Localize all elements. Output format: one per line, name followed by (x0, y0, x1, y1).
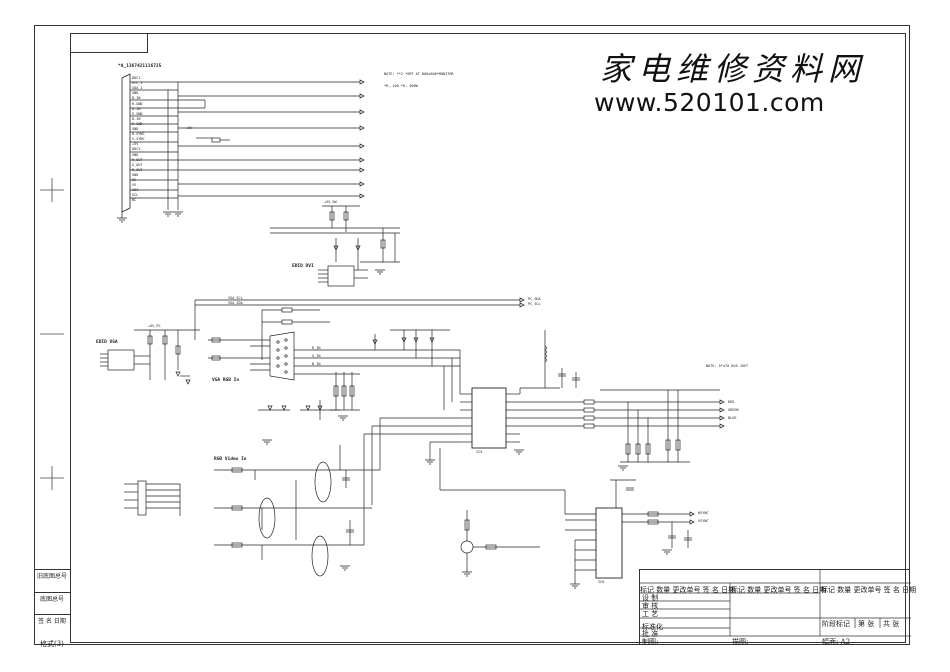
left-table-old-number: 旧底图总号 (34, 569, 70, 587)
net-red: RED (728, 400, 735, 404)
note-1: NOTE: **2 *SMT AT 800x600*MONITOR (384, 72, 454, 76)
edid-vga-block (100, 329, 200, 385)
net-pc-sda: PC_SDA (528, 297, 541, 301)
connector-pin-label: V-SYNC (132, 137, 145, 142)
net-green: GREEN (728, 408, 739, 412)
connector-pin-label: G-IN (132, 106, 141, 111)
net-hsync: HSYNC (698, 511, 709, 515)
inner-frame (70, 33, 906, 643)
note-2: *R, 100 *R, 300W (384, 84, 418, 88)
title-stage-mark: 阶段标记 (822, 620, 850, 628)
label-main-ic: IC5 (476, 450, 483, 454)
connector-pin-label: GND (132, 127, 139, 131)
edid-dvi-block (270, 205, 400, 287)
net-r-in: R_IN (312, 346, 321, 350)
connector-pin-label: GND (132, 172, 139, 177)
net-b-in: B_IN (312, 362, 321, 366)
connector-pin-label: VS (132, 183, 137, 188)
left-table-base-number: 底图总号 (34, 592, 70, 610)
watermark-url: www.520101.com (594, 88, 825, 117)
title-sheets-total: 共 张 (883, 620, 900, 628)
block-vga-rgb-in: VGA RGB In (212, 378, 240, 383)
net-vcc5v: +5V (186, 126, 193, 130)
connector-pin-label: SCL (132, 193, 139, 198)
title-header-3: 标记 数量 更改单号 签 名 日期 (821, 586, 917, 594)
block-edid-vga: EDID VGA (96, 340, 118, 345)
connector-pin-label: R_OUT (132, 157, 143, 162)
connector-pin-label: H-SYNC (132, 132, 145, 137)
net-vsync: VSYNC (698, 519, 709, 523)
vga-ddc-bus (194, 297, 525, 360)
title-process: 工 艺 (642, 610, 659, 618)
title-approve: 批 准 (642, 630, 659, 638)
vga-rgb-connector (208, 331, 460, 381)
connector-pin-label: SDA (132, 188, 139, 193)
transistor-stage (460, 510, 540, 577)
title-standardization: 标准化 (642, 623, 663, 631)
title-drawing: 制图: (642, 638, 659, 646)
connector-pin-label: HS (132, 178, 137, 182)
connector-pin-label: B-GND (132, 121, 143, 126)
connector-label: *A_1367421116725 (118, 64, 162, 69)
connector-pin-label: B_OUT (132, 167, 143, 172)
connector-pin-label: B-IN (132, 116, 141, 121)
outer-frame (34, 25, 910, 645)
title-sheet-no: 第 张 (858, 620, 875, 628)
connector-pin-label: NC (132, 198, 137, 203)
label-output-ic: IC6 (598, 580, 605, 584)
title-block-grid (640, 570, 911, 637)
connector-pin-label: DDC2 (132, 147, 141, 152)
main-ic (363, 350, 565, 545)
net-vga-scl: VGA_SCL (228, 296, 243, 300)
connector-pin-label: R-GND (132, 101, 143, 106)
title-header-1: 标记 数量 更改单号 签 名 日期 (640, 586, 736, 594)
net-vcc5v-pc: +5V_PC (148, 324, 161, 328)
format-label: 格式(3) (40, 640, 64, 648)
title-check: 审 核 (642, 602, 659, 610)
header-pins (124, 480, 181, 516)
block-rgb-video-in: RGB Video In (214, 457, 247, 462)
power-supply-filter (519, 330, 580, 394)
net-pc-scl: PC_SCL (528, 302, 541, 306)
note-right: NOTE: 5*470 KVA JUST (706, 364, 749, 368)
watermark-chinese: 家电维修资料网 (600, 50, 867, 88)
connector-pin-label: G-GND (132, 111, 143, 116)
connector-pin-label: R-IN (132, 96, 141, 101)
connector-pin-label: +5V (132, 142, 139, 147)
block-edid-dvi: EDID DVI (292, 264, 314, 269)
net-blue: BLUE (728, 416, 737, 420)
corner-box (70, 33, 148, 53)
title-trace: 描图: (732, 638, 749, 646)
connector-pin-label: GND (132, 152, 139, 157)
connector-pin-label: SDA_1 (132, 86, 143, 91)
net-g-in: G_IN (312, 354, 321, 358)
input-connector (117, 73, 205, 223)
top-nets (178, 79, 365, 199)
title-header-2: 标记 数量 更改单号 签 名 日期 (731, 586, 827, 594)
rgb-video-in-section (214, 445, 380, 577)
net-vga-sda: VGA_SDA (228, 301, 243, 305)
connector-pin-label: DDC1 (132, 76, 141, 80)
diode-arrays (258, 329, 450, 420)
ground-symbols (262, 269, 672, 571)
rgb-output-section (560, 389, 725, 463)
title-design: 设 制 (642, 594, 659, 602)
connector-pin-label: GND (132, 91, 139, 96)
left-table-sign-date: 签 名 日期 (34, 614, 70, 632)
termination-resistors (330, 372, 360, 411)
connector-pin-label: SCL_1 (132, 81, 143, 86)
title-size: 幅面: A2 (822, 638, 851, 646)
net-vcc5v-sw: +5V_SW (324, 200, 337, 204)
title-block: 标记 数量 更改单号 签 名 日期 标记 数量 更改单号 签 名 日期 标记 数… (639, 569, 916, 646)
connector-pin-label: G_OUT (132, 162, 143, 167)
output-ic (564, 479, 695, 589)
